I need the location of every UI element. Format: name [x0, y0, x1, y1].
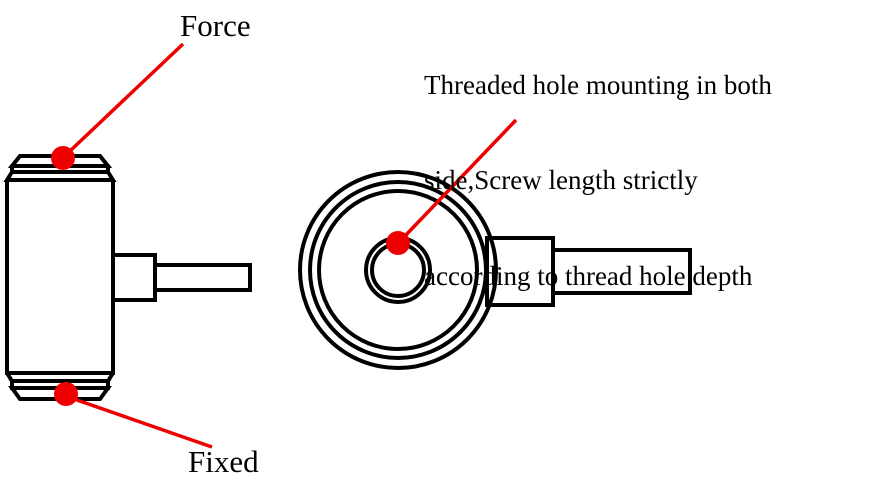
threaded-hole-leader-line — [402, 118, 518, 239]
threaded-hole-note-line-1: Threaded hole mounting in both — [424, 69, 772, 100]
callout-group — [68, 42, 518, 449]
side-view-top-shoulder — [3, 170, 117, 182]
threaded-hole-callout-dot — [386, 231, 410, 255]
fixed-label: Fixed — [188, 444, 259, 479]
front-view-outer-circle — [298, 170, 498, 370]
side-view-connector-block — [113, 253, 157, 302]
threaded-hole-note-line-3: according to thread hole depth — [424, 260, 753, 291]
side-view-group — [3, 154, 252, 401]
threaded-hole-note: Threaded hole mounting in both side,Scre… — [424, 6, 772, 356]
front-view-ring-inner — [317, 189, 479, 351]
side-view-bottom-shoulder — [5, 371, 115, 383]
front-view-ring-outer — [308, 180, 488, 360]
force-leader-line — [68, 42, 185, 153]
force-label: Force — [180, 8, 251, 43]
side-view-body — [5, 180, 115, 375]
front-view-group — [298, 170, 692, 370]
front-view-cable — [551, 248, 692, 295]
callout-dots — [51, 146, 410, 406]
side-view-top-lip — [7, 154, 113, 168]
side-view-cable — [153, 263, 252, 292]
threaded-hole-note-line-2: side,Screw length strictly — [424, 165, 698, 196]
force-callout-dot — [51, 146, 75, 170]
fixed-callout-dot — [54, 382, 78, 406]
fixed-leader-line — [73, 397, 213, 449]
side-view-top-band — [10, 166, 110, 174]
